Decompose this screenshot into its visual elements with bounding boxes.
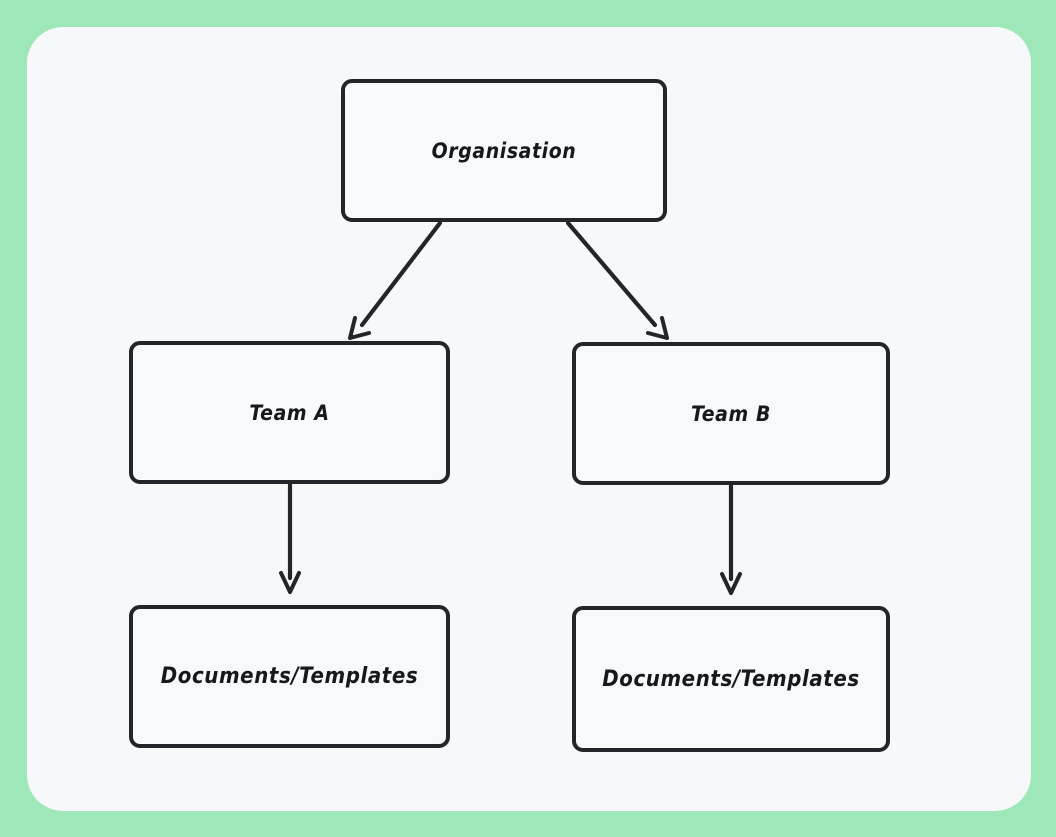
node-team-a-label: Team A [249,400,330,425]
node-documents-templates-b[interactable]: Documents/Templates [572,606,890,752]
node-team-b-label: Team B [690,401,771,426]
node-organisation-label: Organisation [431,138,577,163]
node-documents-templates-a[interactable]: Documents/Templates [129,605,450,748]
node-organisation[interactable]: Organisation [341,79,667,222]
node-team-a[interactable]: Team A [129,341,450,484]
node-documents-templates-a-label: Documents/Templates [160,664,419,689]
node-team-b[interactable]: Team B [572,342,890,485]
node-documents-templates-b-label: Documents/Templates [602,666,860,692]
